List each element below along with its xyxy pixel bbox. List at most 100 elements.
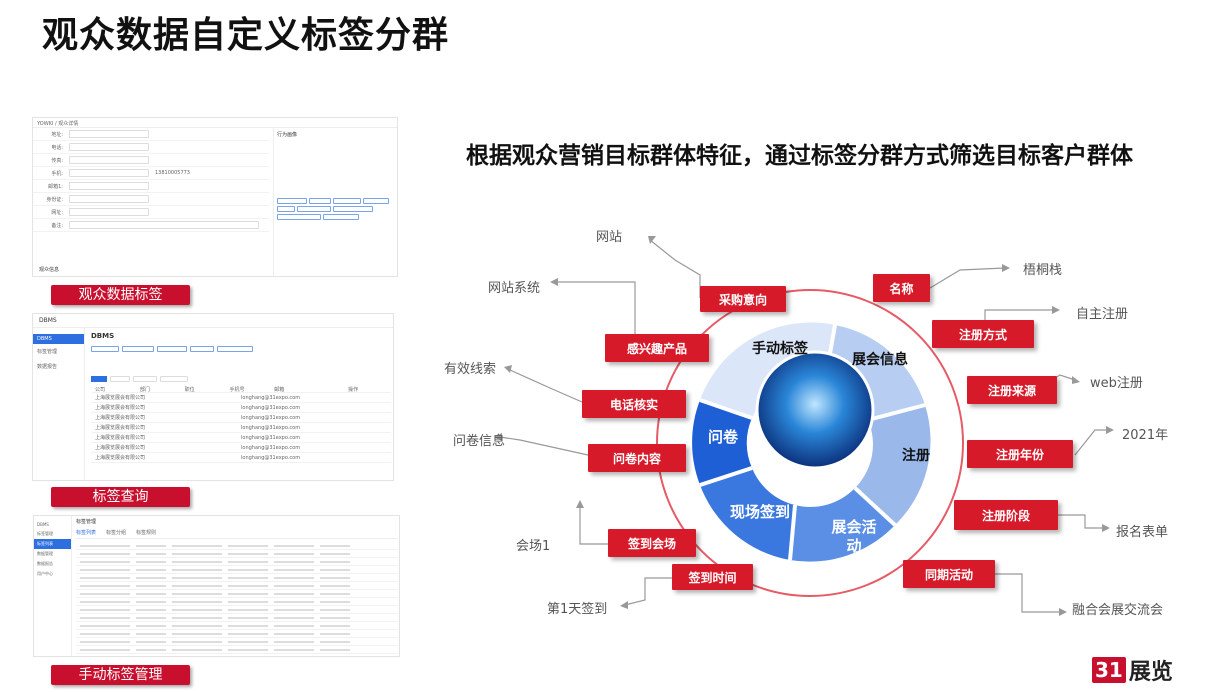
table-row[interactable] — [76, 614, 398, 622]
cell-placeholder — [228, 552, 268, 555]
form-input[interactable] — [69, 143, 149, 151]
arrow-4 — [1052, 306, 1060, 314]
segment-register — [855, 405, 931, 525]
form-row: 地址: — [33, 128, 269, 141]
table-row[interactable] — [76, 622, 398, 630]
form-input[interactable] — [69, 195, 149, 203]
table-row[interactable] — [76, 550, 398, 558]
table-row[interactable] — [76, 646, 398, 654]
form-input[interactable] — [69, 208, 149, 216]
cell-placeholder — [136, 592, 166, 595]
table-row[interactable] — [76, 542, 398, 550]
table-row[interactable] — [76, 598, 398, 606]
segment-onsite — [700, 468, 795, 560]
form-label: 邮箱1: — [48, 183, 63, 190]
table-row[interactable] — [76, 566, 398, 574]
side-menu-item[interactable]: 标签管理 — [37, 531, 53, 536]
table-row[interactable] — [76, 630, 398, 638]
menu-dbms[interactable]: DBMS — [33, 334, 84, 344]
cell-placeholder — [228, 576, 268, 579]
side-menu-item[interactable]: DBMS — [37, 522, 49, 527]
tab-tag-rule[interactable]: 标签规则 — [136, 530, 157, 536]
label-purchase-intent: 采购意向 — [700, 286, 786, 312]
side-menu-item[interactable]: 标签列表 — [34, 539, 71, 549]
tag-manage-heading: 标签管理 — [76, 519, 97, 525]
cell-placeholder — [320, 616, 350, 619]
company-cell: 上海展览展会有限公司 — [95, 435, 146, 441]
cell-placeholder — [320, 584, 350, 587]
form-label: 电话: — [51, 144, 63, 151]
cell-placeholder — [274, 568, 314, 571]
form-input[interactable] — [69, 221, 259, 229]
cell-placeholder — [172, 568, 222, 571]
menu-report[interactable]: 数据报告 — [37, 364, 58, 370]
cell-placeholder — [172, 560, 222, 563]
column-header: 职位 — [184, 386, 195, 393]
cell-placeholder — [136, 632, 166, 635]
cell-placeholder — [172, 648, 222, 651]
leaf-day1-checkin: 第1天签到 — [547, 602, 608, 617]
cell-placeholder — [136, 648, 166, 651]
cell-placeholder — [320, 560, 350, 563]
leaf-year-2021: 2021年 — [1122, 428, 1169, 443]
side-menu-item[interactable]: 数据报告 — [37, 561, 53, 566]
company-cell: 上海展览展会有限公司 — [95, 415, 146, 421]
caption-visitor-tags: 观众数据标签 — [51, 285, 190, 305]
leaf-self-register: 自主注册 — [1076, 307, 1129, 322]
tab-tag-group[interactable]: 标签分组 — [106, 530, 127, 536]
form-row: 传真: — [33, 154, 269, 167]
cell-placeholder — [136, 584, 166, 587]
table-row[interactable] — [76, 606, 398, 614]
table-row[interactable] — [76, 574, 398, 582]
cell-placeholder — [274, 640, 314, 643]
leaf-signup-form: 报名表单 — [1116, 525, 1169, 540]
behavior-title: 行为画像 — [277, 132, 298, 138]
form-input[interactable] — [69, 156, 149, 164]
cell-placeholder — [136, 608, 166, 611]
cell-placeholder — [80, 608, 130, 611]
tab-tag-list[interactable]: 标签列表 — [76, 530, 97, 536]
table-row[interactable]: 上海展览展会有限公司 longhang@31expo.com — [91, 413, 391, 423]
cell-placeholder — [80, 624, 130, 627]
cell-placeholder — [274, 592, 314, 595]
form-label: 身份证: — [46, 196, 63, 203]
label-survey-content: 问卷内容 — [588, 444, 686, 472]
company-cell: 上海展览展会有限公司 — [95, 395, 146, 401]
cell-placeholder — [172, 576, 222, 579]
cell-placeholder — [172, 624, 222, 627]
email-cell: longhang@31expo.com — [241, 414, 301, 421]
form-row: 身份证: — [33, 193, 269, 206]
cell-placeholder — [172, 584, 222, 587]
cell-placeholder — [172, 600, 222, 603]
cell-placeholder — [320, 632, 350, 635]
table-row[interactable] — [76, 590, 398, 598]
menu-tag-manage[interactable]: 标签管理 — [37, 349, 58, 355]
cell-placeholder — [172, 608, 222, 611]
form-input[interactable] — [69, 130, 149, 138]
cell-placeholder — [320, 576, 350, 579]
connector-reg-year — [1074, 429, 1110, 456]
leaf-website: 网站 — [596, 230, 623, 245]
cell-placeholder — [80, 560, 130, 563]
connector-purchase — [649, 239, 701, 298]
side-menu-item[interactable]: 数据管理 — [37, 551, 53, 556]
cell-placeholder — [228, 608, 268, 611]
table-row[interactable] — [76, 582, 398, 590]
form-input[interactable] — [69, 182, 149, 190]
side-menu-item[interactable]: 用户中心 — [37, 571, 53, 576]
arrow-11 — [1059, 608, 1067, 616]
table-row[interactable] — [76, 558, 398, 566]
form-row: 备注: — [33, 219, 269, 232]
table-row[interactable] — [76, 638, 398, 646]
form-input[interactable] — [69, 169, 149, 177]
form-label: 备注: — [51, 222, 63, 229]
cell-placeholder — [80, 616, 130, 619]
